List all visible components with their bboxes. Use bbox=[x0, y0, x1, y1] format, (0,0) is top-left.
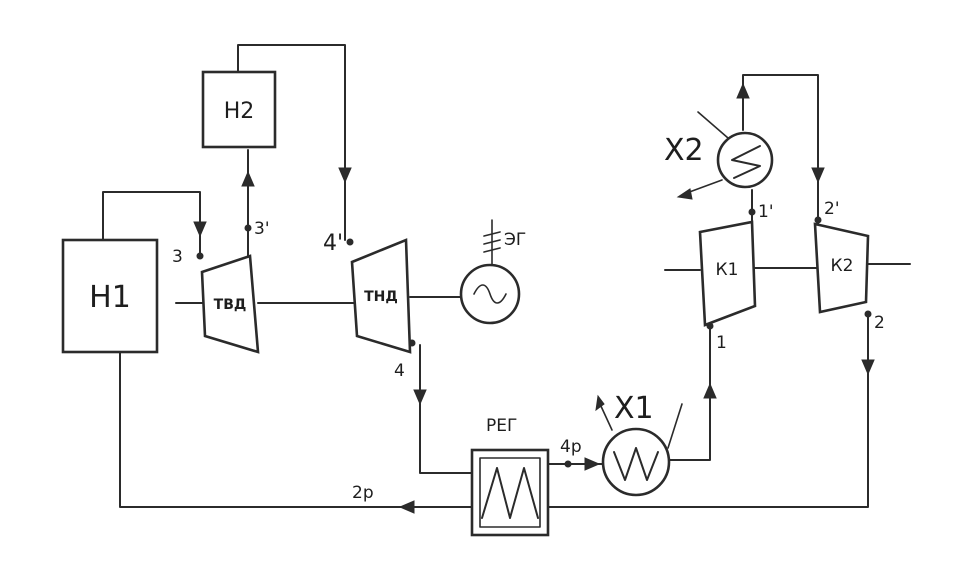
point-2prime-label: 2' bbox=[824, 199, 840, 219]
dot-point-2prime bbox=[814, 216, 822, 224]
reg-zigzag bbox=[481, 467, 539, 519]
point-3-label: 3 bbox=[172, 247, 183, 267]
point-2p-label: 2р bbox=[352, 483, 374, 503]
dot-point-3 bbox=[196, 252, 204, 260]
line-reg-to-h1 bbox=[119, 351, 473, 508]
dot-point-3prime bbox=[244, 224, 252, 232]
arrow-into-tnd bbox=[338, 167, 352, 184]
line-h2-to-tnd bbox=[237, 44, 346, 241]
point-4-label: 4 bbox=[394, 361, 405, 381]
x1-coolant-out-line bbox=[667, 403, 683, 449]
eg-label: ЭГ bbox=[504, 230, 526, 250]
h2-label: Н2 bbox=[224, 99, 255, 124]
x2-zigzag bbox=[731, 145, 761, 179]
tnd-label: ТНД bbox=[364, 289, 398, 305]
eg-sine-icon bbox=[473, 284, 507, 304]
x2-cooler bbox=[716, 131, 774, 189]
line-x1-to-k1 bbox=[667, 324, 711, 461]
k2-compressor bbox=[813, 222, 870, 314]
point-4prime-label: 4' bbox=[323, 231, 343, 256]
h2-box bbox=[201, 70, 277, 149]
dot-point-4p bbox=[564, 460, 572, 468]
arrow-k2-down bbox=[861, 359, 875, 376]
dot-point-1prime bbox=[748, 208, 756, 216]
tvd-label: ТВД bbox=[214, 297, 247, 313]
x1-coolant-arrowhead bbox=[595, 394, 605, 412]
point-4p-label: 4р bbox=[560, 437, 582, 457]
x1-coolant-in-arrow bbox=[599, 403, 613, 431]
reg-label: РЕГ bbox=[486, 416, 517, 436]
arrow-bottom-left bbox=[398, 500, 415, 514]
arrow-tnd-down bbox=[413, 389, 427, 406]
point-2-label: 2 bbox=[874, 313, 885, 333]
arrow-into-k2 bbox=[811, 167, 825, 184]
line-x2-to-k2 bbox=[742, 74, 819, 229]
point-3prime-label: 3' bbox=[254, 219, 270, 239]
dot-point-2 bbox=[864, 310, 872, 318]
x2-coolant-arrowhead bbox=[676, 188, 693, 200]
h1-label: Н1 bbox=[89, 280, 131, 315]
point-1prime-label: 1' bbox=[758, 202, 774, 222]
line-tnd-to-reg bbox=[419, 344, 473, 474]
reg-inner-box bbox=[479, 457, 541, 528]
arrow-up-to-k1 bbox=[703, 382, 717, 399]
k1-compressor bbox=[698, 220, 757, 327]
arrow-into-tvd bbox=[193, 221, 207, 238]
x1-zigzag bbox=[613, 447, 659, 481]
k1-label: К1 bbox=[716, 260, 739, 280]
arrow-up-to-h2 bbox=[241, 170, 255, 187]
x2-coolant-in-line bbox=[697, 111, 729, 139]
arrow-up-x2-top bbox=[736, 82, 750, 99]
h1-box bbox=[61, 238, 159, 354]
line-k2-to-reg bbox=[547, 311, 869, 508]
point-1-label: 1 bbox=[716, 333, 727, 353]
x1-cooler bbox=[601, 427, 671, 497]
k2-label: К2 bbox=[831, 256, 854, 276]
tvd-turbine bbox=[200, 254, 260, 354]
eg-ground-icon bbox=[483, 219, 501, 265]
reg-box bbox=[470, 448, 550, 537]
arrow-to-x1 bbox=[584, 457, 601, 471]
x1-label: Х1 bbox=[614, 391, 654, 426]
x2-label: Х2 bbox=[664, 133, 704, 168]
tnd-turbine bbox=[350, 238, 412, 354]
dot-point-4prime bbox=[346, 238, 354, 246]
